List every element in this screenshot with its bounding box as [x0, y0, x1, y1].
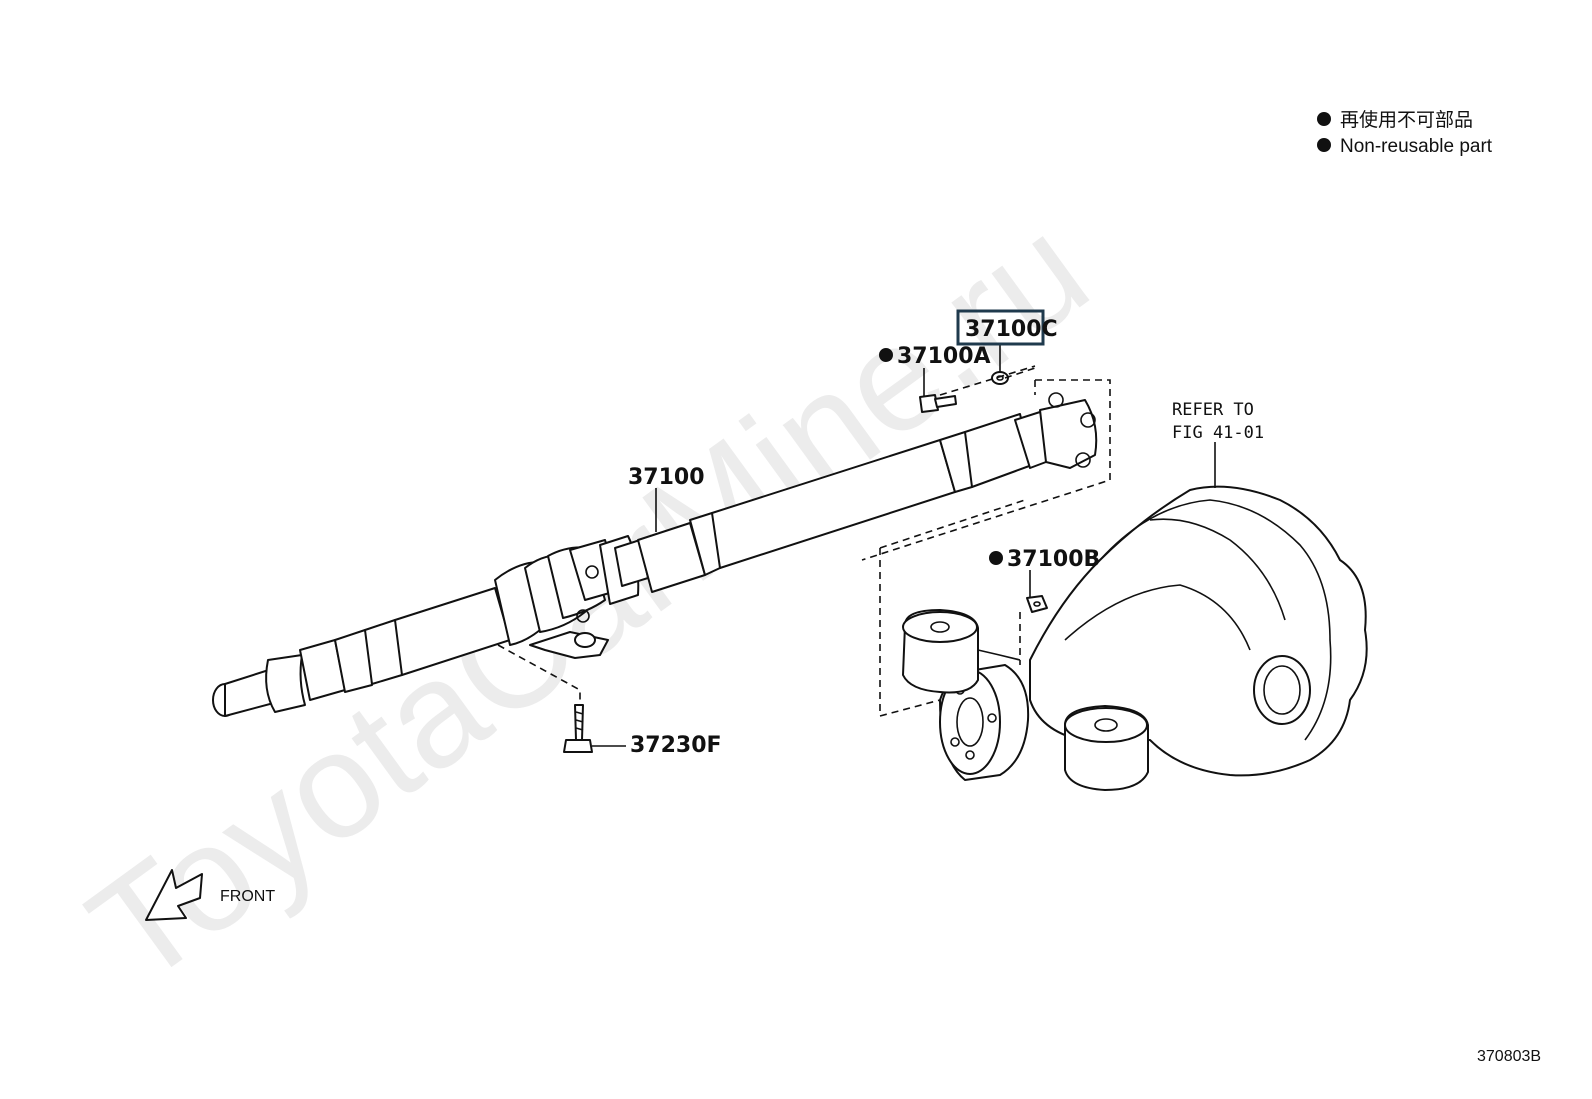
label-37100[interactable]: 37100: [628, 465, 705, 490]
legend: 再使用不可部品 Non-reusable part: [1317, 109, 1493, 157]
non-reusable-dot-icon: [1317, 138, 1331, 152]
front-label: FRONT: [220, 888, 275, 905]
refer-fig-text[interactable]: FIG 41-01: [1172, 423, 1264, 443]
non-reusable-dot-icon: [879, 348, 893, 362]
refer-to-text: REFER TO: [1172, 400, 1254, 420]
bolt-37100A[interactable]: [919, 394, 957, 413]
non-reusable-dot-icon: [1317, 112, 1331, 126]
front-direction-arrow-icon: [145, 869, 203, 921]
highlight-box-37100C: [956, 309, 1045, 346]
label-37230F[interactable]: 37230F: [630, 733, 722, 758]
label-37100C[interactable]: 37100C: [965, 317, 1058, 342]
label-37100B[interactable]: 37100B: [1007, 547, 1100, 572]
leader-lines: [592, 343, 1216, 747]
figure-code: 370803B: [1477, 1048, 1541, 1065]
bolt-37230F[interactable]: [563, 704, 593, 753]
differential-carrier[interactable]: [902, 485, 1368, 791]
label-37100A[interactable]: 37100A: [897, 344, 991, 369]
legend-japanese: 再使用不可部品: [1340, 109, 1473, 131]
center-support-bracket[interactable]: [529, 631, 609, 659]
nut-37100B[interactable]: [1026, 595, 1048, 613]
propeller-shaft-assembly[interactable]: [212, 392, 1098, 717]
dashed-boundaries: [497, 365, 1111, 718]
non-reusable-dot-icon: [989, 551, 1003, 565]
legend-english: Non-reusable part: [1340, 136, 1493, 157]
